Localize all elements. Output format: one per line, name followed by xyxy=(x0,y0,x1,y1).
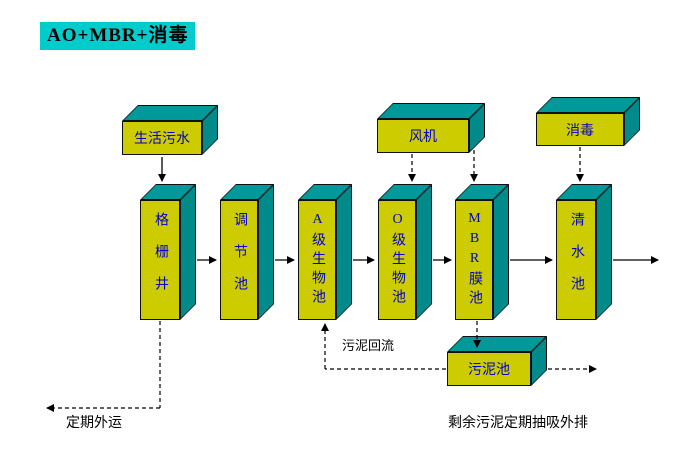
label-periodic-transport: 定期外运 xyxy=(66,416,122,431)
box-o-bio-tank: O级生物池 xyxy=(378,184,432,320)
box-disinfect: 消毒 xyxy=(536,97,640,146)
box-regulating-tank-front-face: 调节池 xyxy=(220,200,258,320)
box-sewage-label: 生活污水 xyxy=(134,132,190,147)
diagram-title: AO+MBR+消毒 xyxy=(40,22,196,50)
box-mbr-tank-side-face xyxy=(493,184,509,320)
box-o-bio-tank-label: O级生物池 xyxy=(390,212,405,308)
box-a-bio-tank-side-face xyxy=(336,184,352,320)
box-o-bio-tank-side-face xyxy=(416,184,432,320)
box-regulating-tank: 调节池 xyxy=(220,184,274,320)
box-grid-well-label: 格栅井 xyxy=(153,212,168,308)
box-grid-well-front-face: 格栅井 xyxy=(140,200,180,320)
box-blower-top-face xyxy=(377,103,485,119)
box-grid-well: 格栅井 xyxy=(140,184,196,320)
box-blower-label: 风机 xyxy=(409,130,437,145)
box-sludge-tank-label: 污泥池 xyxy=(468,363,510,378)
box-regulating-tank-side-face xyxy=(258,184,274,320)
box-blower-front-face: 风机 xyxy=(377,119,469,153)
box-disinfect-label: 消毒 xyxy=(566,123,594,139)
label-excess-sludge: 剩余污泥定期抽吸外排 xyxy=(448,416,588,431)
box-grid-well-side-face xyxy=(180,184,196,320)
box-disinfect-front-face: 消毒 xyxy=(536,113,624,146)
box-disinfect-top-face xyxy=(536,97,640,113)
box-clean-water-tank: 清水池 xyxy=(556,184,612,320)
label-sludge-return: 污泥回流 xyxy=(342,338,395,353)
box-mbr-tank-front-face: MBR膜池 xyxy=(455,200,493,320)
box-regulating-tank-label: 调节池 xyxy=(232,212,247,308)
box-sludge-tank-front-face: 污泥池 xyxy=(447,352,531,386)
box-a-bio-tank-label: A级生物池 xyxy=(310,212,325,308)
box-mbr-tank-label: MBR膜池 xyxy=(467,211,482,309)
box-o-bio-tank-front-face: O级生物池 xyxy=(378,200,416,320)
box-sewage-front-face: 生活污水 xyxy=(122,121,202,155)
box-clean-water-tank-front-face: 清水池 xyxy=(556,200,596,320)
box-blower: 风机 xyxy=(377,103,485,153)
box-a-bio-tank: A级生物池 xyxy=(298,184,352,320)
box-sludge-tank: 污泥池 xyxy=(447,336,547,386)
box-a-bio-tank-front-face: A级生物池 xyxy=(298,200,336,320)
box-mbr-tank: MBR膜池 xyxy=(455,184,509,320)
box-clean-water-tank-side-face xyxy=(596,184,612,320)
box-clean-water-tank-label: 清水池 xyxy=(569,212,584,308)
box-sewage: 生活污水 xyxy=(122,105,218,155)
